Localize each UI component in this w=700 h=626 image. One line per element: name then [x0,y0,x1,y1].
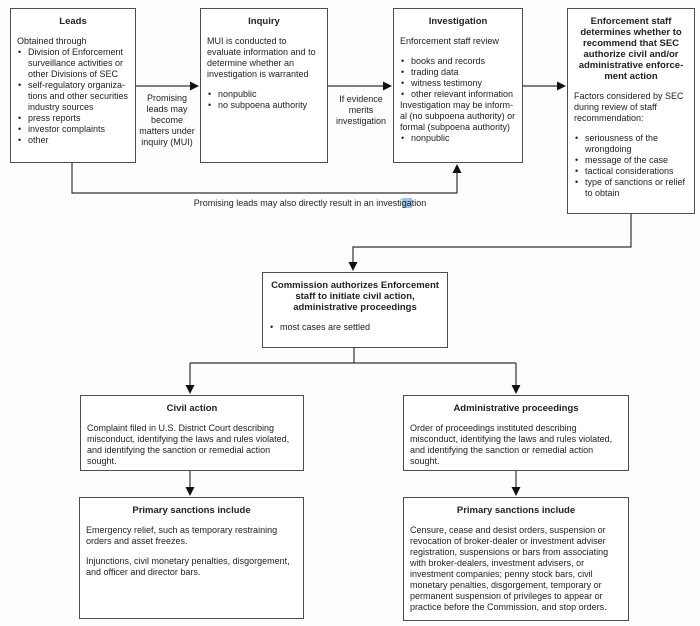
box-sanctions-civil-title: Primary sanctions include [132,505,251,516]
box-admin-proceedings: Administrative proceedings Order of proc… [403,395,629,471]
label-leads-to-investigation: Promising leads may also directly result… [100,198,520,209]
label-inquiry-to-investigation: If evidence merits investigation [335,94,387,126]
box-sanctions-admin-body: Censure, cease and desist orders, suspen… [410,525,609,612]
box-investigation: Investigation Enforcement staff review b… [393,8,523,163]
bullet-item: seriousness of the wrongdoing [574,133,688,155]
label-text-selection: ga [401,198,412,208]
box-civil-action: Civil action Complaint filed in U.S. Dis… [80,395,304,471]
box-sanctions-civil-paragraph: Emergency relief, such as temporary rest… [86,525,278,546]
box-sanctions-admin-title: Primary sanctions include [456,505,576,516]
box-civil-body: Complaint filed in U.S. District Court d… [87,423,290,466]
bullet-item: trading data [400,67,516,78]
box-sanctions-admin: Primary sanctions include Censure, cease… [403,497,629,621]
box-leads-title: Leads [59,16,87,27]
bullet-item: type of sanctions or relief to obtain [574,177,688,199]
bullet-item: books and records [400,56,516,67]
box-sanctions-civil: Primary sanctions include Emergency reli… [79,497,304,619]
arrow-commission-split [189,348,517,385]
box-inquiry-bullets: nonpublic no subpoena authority [207,89,321,111]
label-leads-to-inquiry: Promising leads may become matters under… [139,93,195,147]
bullet-item: tactical considerations [574,166,688,177]
box-enforcement-intro: Factors considered by SEC during review … [574,91,684,123]
box-investigation-title: Investigation [428,16,488,27]
box-inquiry-body: MUI is conducted to evaluate information… [207,36,316,79]
box-admin-title: Administrative proceedings [453,403,579,414]
box-enforcement-title: Enforcement staff determines whether to … [578,16,684,82]
box-investigation-body: Investigation may be inform-al (no subpo… [400,100,516,132]
bullet-item: message of the case [574,155,688,166]
bullet-item: Division of Enforcement surveillance act… [17,47,129,80]
box-admin-body: Order of proceedings instituted describi… [410,423,613,466]
box-enforcement-staff: Enforcement staff determines whether to … [567,8,695,214]
box-enforcement-bullets: seriousness of the wrongdoing message of… [574,133,688,199]
label-text-pre: Promising leads may also directly result… [193,198,402,208]
box-commission: Commission authorizes Enforcement staff … [262,272,448,348]
box-commission-bullets: most cases are settled [269,322,441,333]
box-civil-title: Civil action [166,403,218,414]
box-commission-title: Commission authorizes Enforcement staff … [271,280,439,313]
box-investigation-bullets: books and records trading data witness t… [400,56,516,100]
box-leads-intro: Obtained through [17,36,87,46]
arrow-leads-to-investigation [71,163,458,194]
bullet-item: nonpublic [207,89,321,100]
box-inquiry-title: Inquiry [248,16,280,27]
label-text-post: tion [411,198,427,208]
bullet-item: witness testimony [400,78,516,89]
box-leads-bullets: Division of Enforcement surveillance act… [17,47,129,146]
box-sanctions-civil-paragraph: Injunctions, civil monetary penalties, d… [86,556,290,577]
box-investigation-intro: Enforcement staff review [400,36,499,46]
bullet-item: investor complaints [17,124,129,135]
bullet-item: no subpoena authority [207,100,321,111]
bullet-item: other [17,135,129,146]
box-leads: Leads Obtained through Division of Enfor… [10,8,136,163]
bullet-item: self-regulatory organiza-tions and other… [17,80,129,113]
bullet-item: other relevant information [400,89,516,100]
arrow-enforcement-to-commission [352,214,632,262]
bullet-item: press reports [17,113,129,124]
box-inquiry: Inquiry MUI is conducted to evaluate inf… [200,8,328,163]
bullet-item: most cases are settled [269,322,441,333]
box-investigation-bullets2: nonpublic [400,133,516,144]
bullet-item: nonpublic [400,133,516,144]
